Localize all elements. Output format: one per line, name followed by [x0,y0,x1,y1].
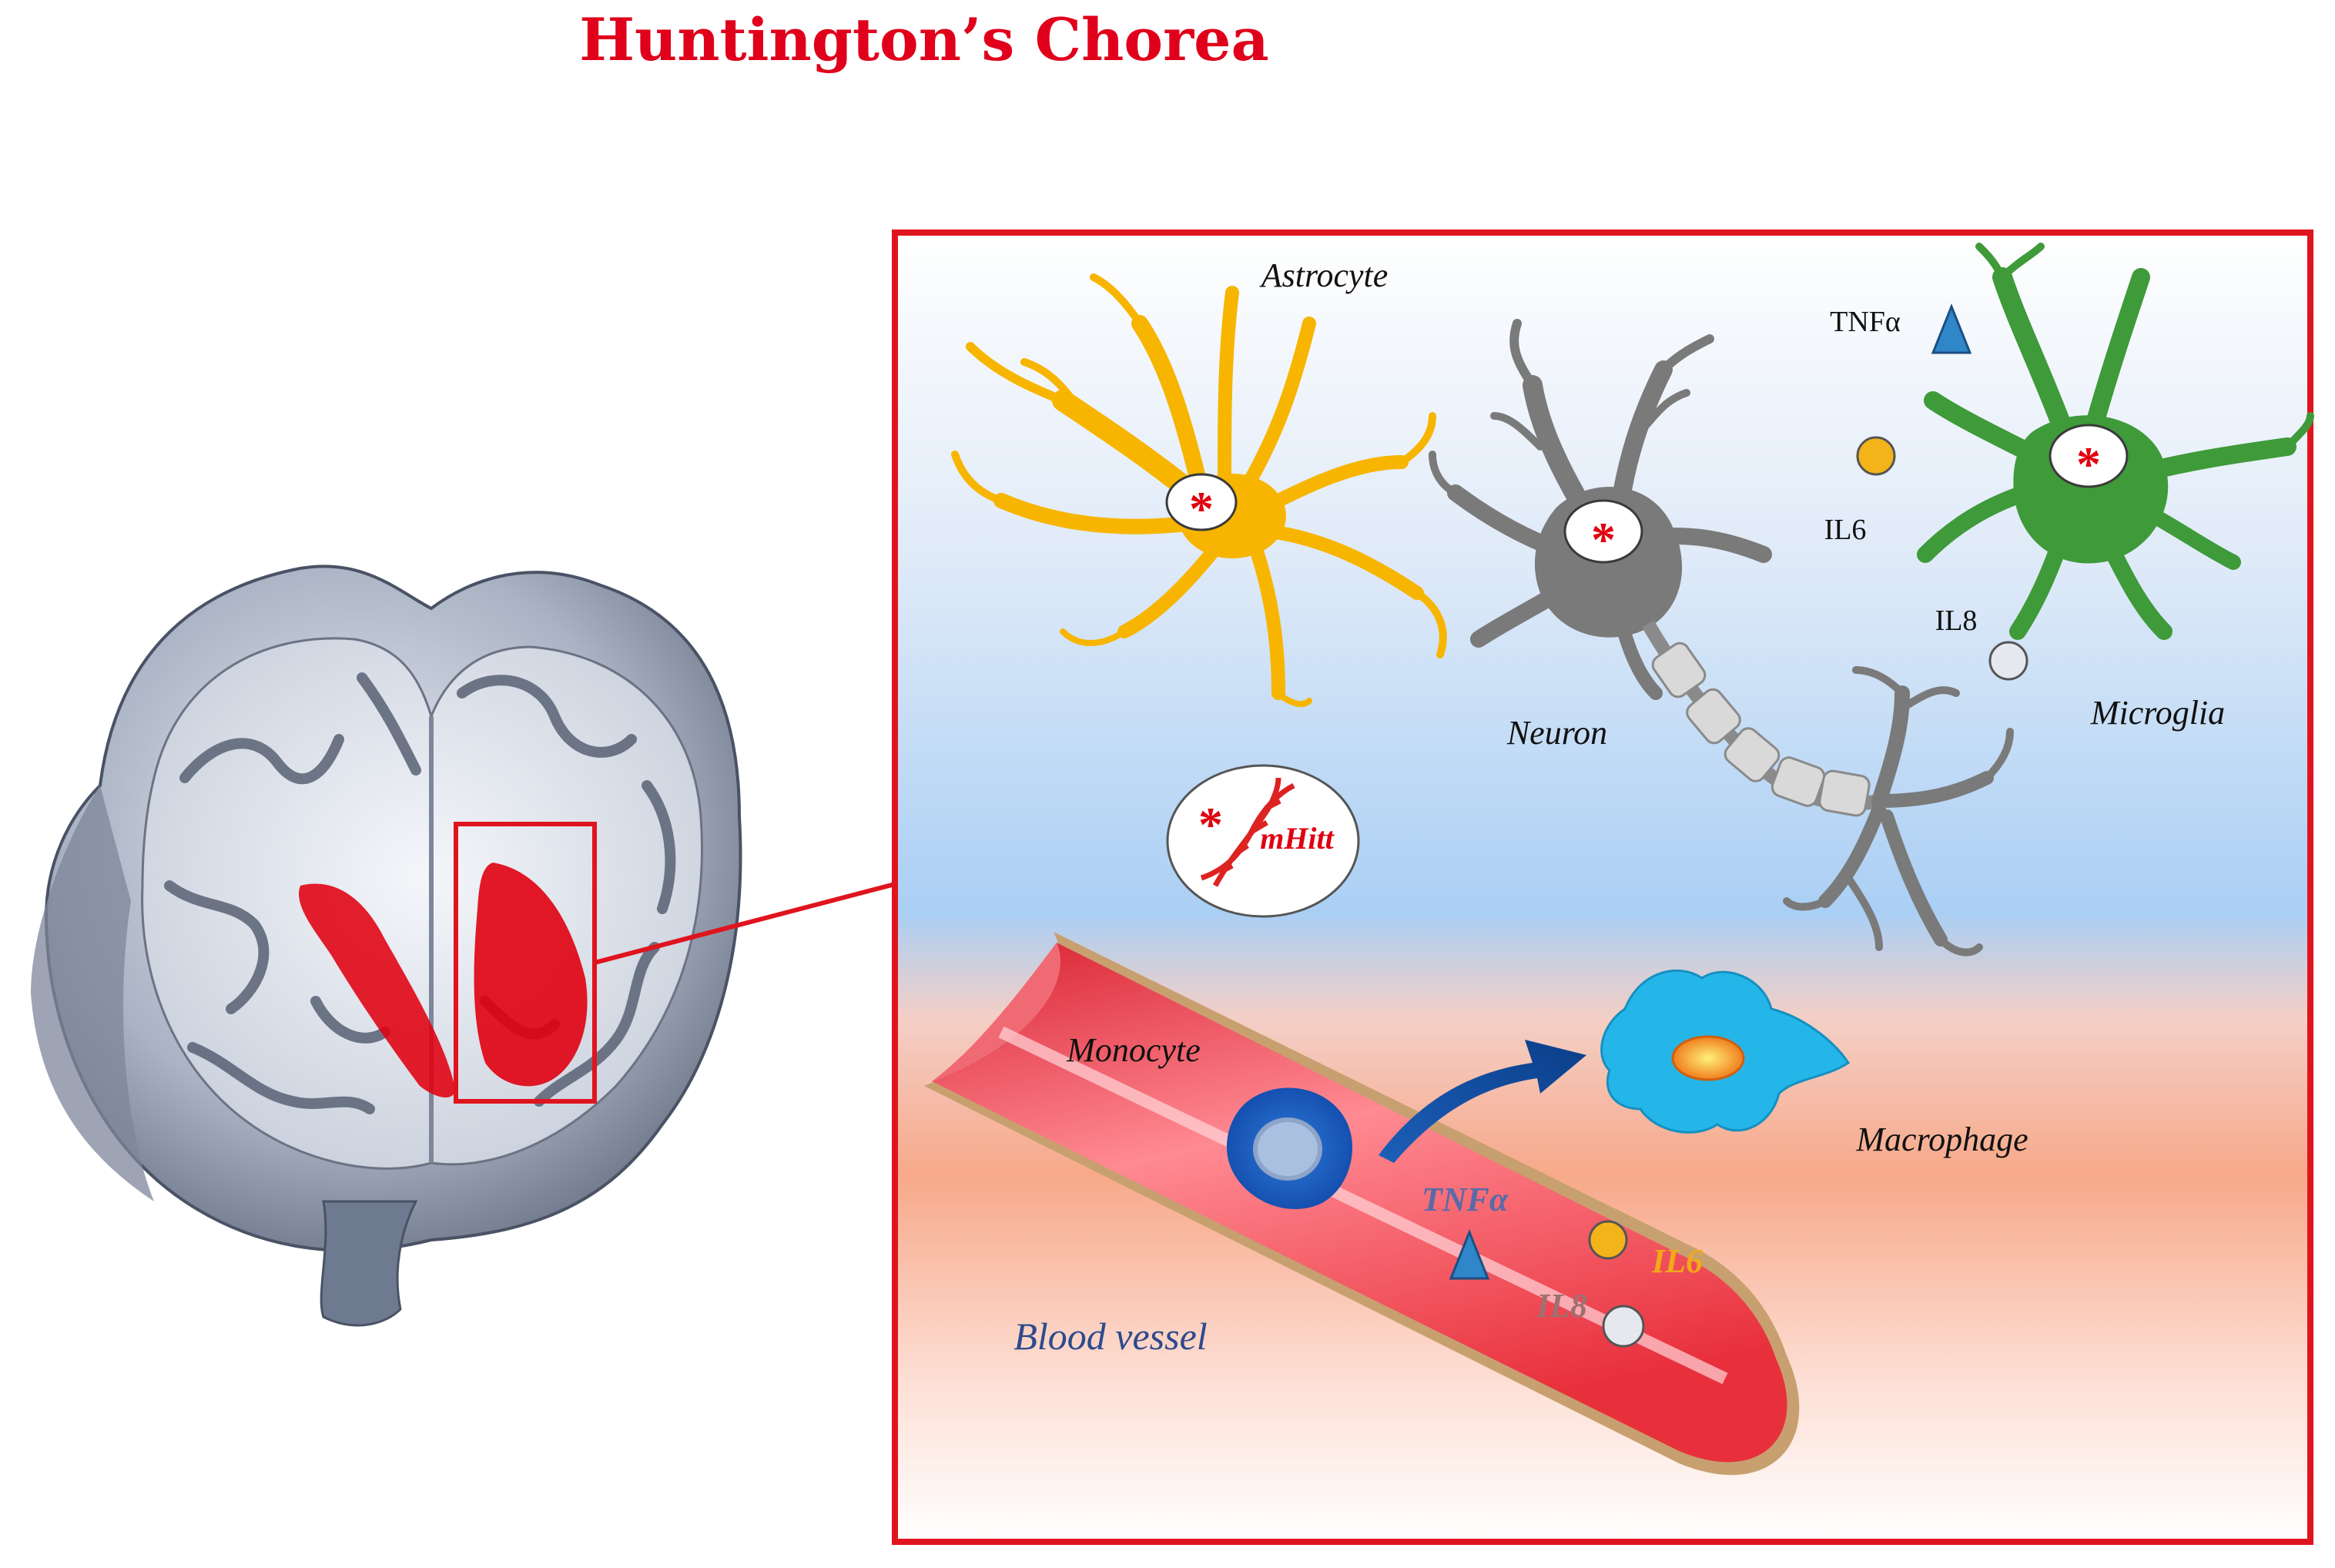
detail-panel: * Astrocyte [892,230,2314,1545]
blood-vessel-opening [932,943,1060,1081]
astrocyte-label: Astrocyte [1259,256,1389,294]
neuron-axon [1642,620,1881,817]
brainstem [320,1200,418,1327]
il6-top-circle [1856,436,1896,476]
astrocyte-cell: * [951,273,1447,708]
il8-top-circle [1988,641,2028,681]
striatum-left [299,883,455,1097]
mhitt-label: mHitt [1260,821,1335,856]
tnfa-top-label: TNFα [1830,306,1901,338]
monocyte-cell [1226,1087,1353,1209]
il8-vessel-label: IL8 [1536,1287,1587,1325]
tnfa-vessel-label: TNFα [1422,1181,1509,1218]
figure-title: Huntington’s Chorea [579,5,1269,74]
zoom-connector-line [594,882,896,965]
tnfa-top-triangle [1931,303,1972,354]
tnfa-vessel-triangle [1449,1228,1490,1280]
neuron-nucleus [1563,499,1643,564]
il6-vessel-circle [1588,1220,1628,1260]
cytokines-top: TNFα IL6 IL8 [1824,303,2028,681]
microglia-mutation-marker: * [2076,437,2101,491]
monocyte-nucleus [1253,1117,1322,1181]
astrocyte-nucleus [1165,473,1238,531]
brain-left-side [31,786,154,1201]
mhitt-badge: * mHitt [1166,764,1360,918]
macrophage-label: Macrophage [1855,1121,2028,1158]
macrophage-cell [1600,969,1851,1134]
il8-top-label: IL8 [1935,605,1978,637]
astrocyte-mutation-marker: * [1189,481,1214,536]
dna-helix-icon [1200,777,1295,887]
il8-vessel-circle [1602,1305,1645,1348]
striatum-right [474,863,588,1087]
brain-illustration [31,565,896,1327]
microglia-cell: * [1917,243,2314,640]
monocyte-label: Monocyte [1066,1031,1200,1069]
neuron-label: Neuron [1506,714,1607,752]
il6-top-label: IL6 [1824,514,1867,546]
microglia-label: Microglia [2090,694,2225,732]
neuron-cell: * [1429,319,2014,957]
neuron-mutation-marker: * [1591,512,1616,567]
macrophage-nucleus [1671,1035,1745,1081]
il6-vessel-label: IL6 [1651,1242,1703,1280]
cytokines-vessel: TNFα IL6 IL8 [1422,1181,1703,1348]
blood-vessel-label: Blood vessel [1013,1315,1207,1358]
mhitt-mutation-marker: * [1198,797,1223,852]
differentiation-arrow [1379,1040,1586,1163]
microglia-nucleus [2049,424,2129,488]
